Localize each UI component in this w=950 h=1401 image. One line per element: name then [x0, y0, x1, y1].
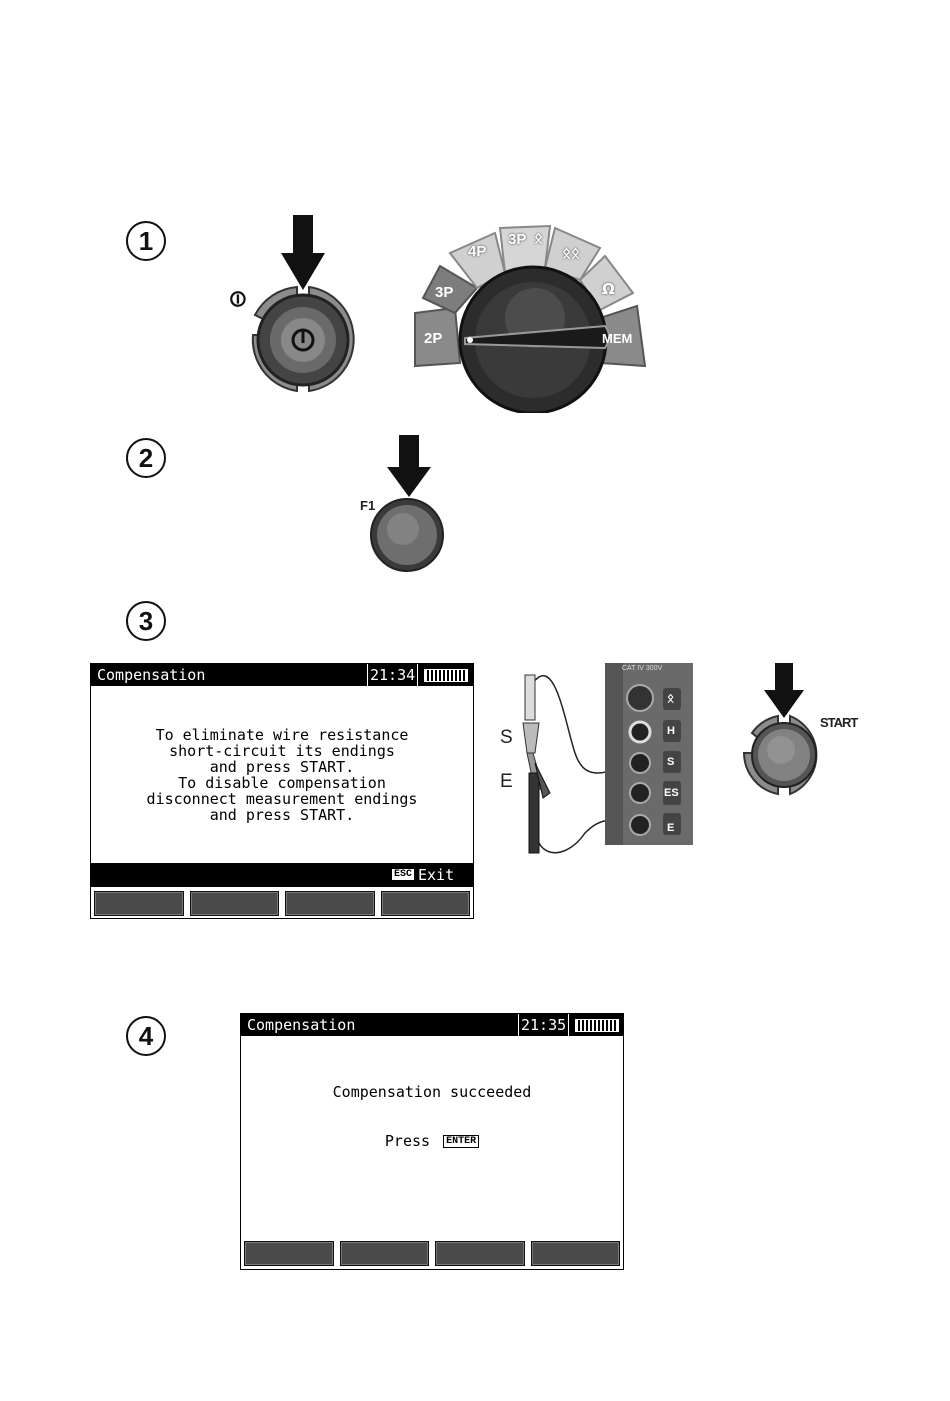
- rotary-selector-dial: [405, 218, 655, 413]
- press-label: Press: [385, 1132, 430, 1150]
- terminal-label-s: S: [667, 756, 674, 768]
- softkey-f3[interactable]: [435, 1241, 525, 1266]
- lead-label-e: E: [500, 771, 513, 793]
- press-arrow-icon: [281, 215, 325, 290]
- step-1-number: 1: [126, 221, 166, 261]
- screen-title: Compensation: [97, 666, 205, 684]
- step-4-number: 4: [126, 1016, 166, 1056]
- softkey-f4[interactable]: [531, 1241, 621, 1266]
- terminal-socket: [630, 783, 650, 803]
- message-line: and press START.: [91, 807, 473, 823]
- message-line: To disable compensation: [91, 775, 473, 791]
- press-arrow-icon: [764, 663, 804, 718]
- screen-message: Compensation succeeded Press ENTER: [241, 1084, 623, 1149]
- press-enter-line: Press ENTER: [241, 1133, 623, 1149]
- compensation-screen-2: Compensation 21:35 Compensation succeede…: [240, 1013, 624, 1270]
- softkey-row: [241, 1241, 623, 1266]
- terminal-label-e: E: [667, 822, 674, 834]
- double-clamp-icon: ᛟᛟ: [562, 244, 580, 262]
- ohm-icon: Ω: [602, 280, 615, 298]
- clamp-icon: ᛟ: [534, 229, 543, 247]
- f1-label: F1: [360, 498, 375, 513]
- enter-key-icon: ENTER: [443, 1135, 479, 1148]
- terminal-rating-label: CAT IV 300V: [622, 665, 662, 672]
- step-3-number: 3: [126, 601, 166, 641]
- softkey-f1[interactable]: [244, 1241, 334, 1266]
- dial-segment-3p-clamp: 3P: [508, 231, 526, 248]
- dial-segment-4p: 4P: [468, 243, 486, 260]
- dial-segment-2p: 2P: [424, 330, 442, 347]
- start-button-illustration: [738, 663, 833, 798]
- dial-segment-3p: 3P: [435, 284, 453, 301]
- step-2-number: 2: [126, 438, 166, 478]
- esc-key-icon: ESC: [391, 868, 415, 881]
- lead-label-s: S: [500, 727, 513, 749]
- start-label: START: [820, 715, 857, 730]
- terminal-socket: [630, 722, 650, 742]
- battery-icon: [424, 669, 468, 682]
- screen-title: Compensation: [247, 1016, 355, 1034]
- terminal-socket: [627, 685, 653, 711]
- press-arrow-icon: [387, 435, 431, 497]
- softkey-f2[interactable]: [190, 891, 280, 916]
- dial-segment-mem: MEM: [602, 331, 632, 346]
- message-line: short-circuit its endings: [91, 743, 473, 759]
- power-symbol-label: ⏼: [230, 287, 246, 311]
- softkey-f3[interactable]: [285, 891, 375, 916]
- clock: 21:34: [367, 664, 418, 686]
- screen-footer: ESC Exit: [91, 863, 473, 887]
- softkey-f1[interactable]: [94, 891, 184, 916]
- power-button-illustration: [225, 215, 365, 400]
- screen-header: Compensation 21:35: [241, 1014, 623, 1036]
- battery-icon: [575, 1019, 619, 1032]
- screen-header: Compensation 21:34: [91, 664, 473, 686]
- terminal-socket: [630, 753, 650, 773]
- softkey-f4[interactable]: [381, 891, 471, 916]
- terminal-label-es: ES: [664, 787, 679, 799]
- compensation-screen-1: Compensation 21:34 To eliminate wire res…: [90, 663, 474, 919]
- message-line: and press START.: [91, 759, 473, 775]
- f1-button-illustration: [365, 435, 450, 575]
- clamp-terminal-icon: ᛟ: [667, 691, 674, 705]
- softkey-f2[interactable]: [340, 1241, 430, 1266]
- message-line: To eliminate wire resistance: [91, 727, 473, 743]
- terminal-label-h: H: [667, 725, 675, 737]
- message-line: disconnect measurement endings: [91, 791, 473, 807]
- clock: 21:35: [518, 1014, 569, 1036]
- softkey-row: [91, 891, 473, 916]
- terminal-socket: [630, 815, 650, 835]
- screen-message: To eliminate wire resistance short-circu…: [91, 727, 473, 823]
- exit-label: Exit: [418, 866, 454, 884]
- success-message: Compensation succeeded: [241, 1084, 623, 1100]
